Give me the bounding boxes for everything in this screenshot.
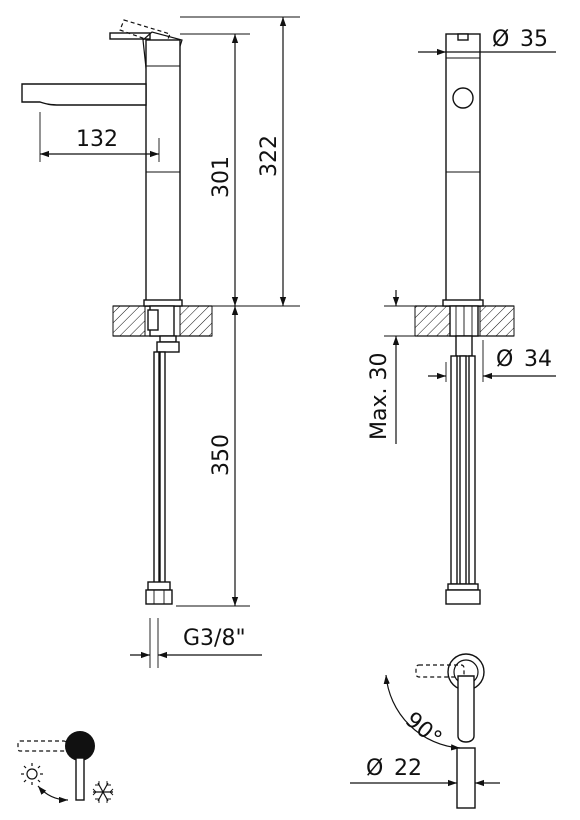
countertop-left-front — [414, 305, 452, 337]
dim-lever-diameter-sign: Ø — [366, 756, 383, 781]
dim-base-diameter: 34 — [524, 347, 552, 372]
countertop-right-front — [479, 305, 515, 337]
countertop-right — [179, 305, 213, 337]
snowflake-icon — [92, 781, 114, 803]
lever-knob-icon — [65, 731, 95, 761]
dim-lever-diameter: 22 — [394, 756, 422, 781]
lever-open-position — [119, 19, 171, 47]
faucet-body — [145, 39, 181, 307]
dim-connection-thread: G3/8" — [183, 626, 246, 651]
dim-spout-height: 301 — [209, 156, 234, 198]
lever-handle — [457, 675, 475, 743]
lever-detail: 90° Ø 22 — [350, 653, 500, 809]
dim-body-diameter: 35 — [520, 27, 548, 52]
dim-hose-length: 350 — [209, 434, 234, 476]
sun-icon — [21, 763, 43, 785]
faucet-body-front — [445, 33, 481, 307]
dim-body-diameter-sign: Ø — [492, 27, 509, 52]
hot-cold-symbol — [17, 731, 114, 804]
dim-lever-angle: 90° — [400, 707, 446, 751]
dim-total-height: 322 — [257, 135, 282, 177]
aerator-outlet — [452, 87, 474, 109]
side-view: 132 301 322 350 G3/8" — [21, 16, 300, 668]
spout — [21, 83, 147, 106]
dim-max-counter-thickness: Max. 30 — [367, 353, 392, 440]
front-view: Ø 35 Ø 34 Max. 30 — [367, 27, 556, 605]
curved-arrow-icon — [37, 785, 69, 804]
dim-base-diameter-sign: Ø — [496, 347, 513, 372]
supply-hose-2 — [159, 351, 166, 593]
countertop-left — [112, 305, 146, 337]
supply-hose-1 — [153, 351, 160, 593]
dim-spout-reach: 132 — [76, 127, 118, 152]
